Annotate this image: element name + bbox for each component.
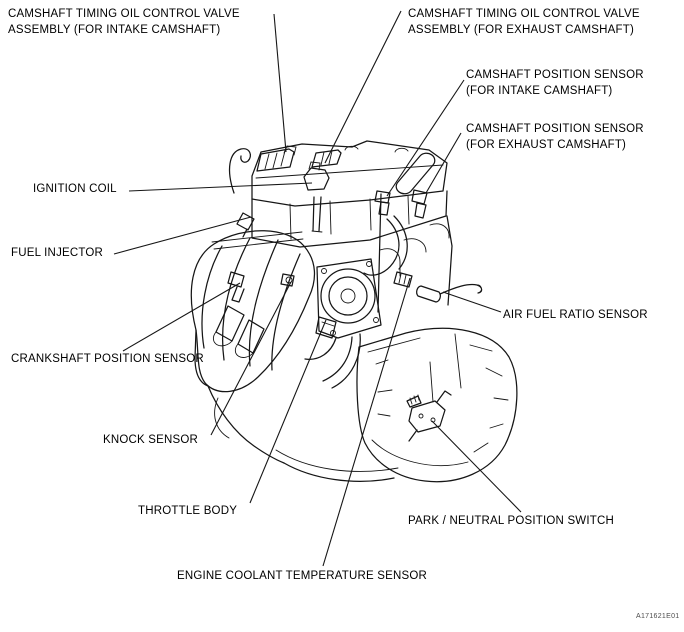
camshaft-position-sensor-intake-illustration: [374, 190, 391, 216]
manifold-port-stubs: [212, 305, 265, 358]
throttle-body-illustration: [315, 258, 382, 339]
label-line: CAMSHAFT TIMING OIL CONTROL VALVE: [8, 8, 240, 20]
label-line: AIR FUEL RATIO SENSOR: [503, 309, 648, 321]
leader-crankshaft: [122, 282, 241, 352]
label-fuel-injector: FUEL INJECTOR: [11, 246, 103, 262]
leader-knock: [210, 281, 292, 436]
leader-fuel-injector: [113, 216, 252, 255]
knock-sensor-illustration: [280, 273, 295, 287]
crankshaft-sensor-illustration: [227, 271, 245, 303]
leader-ect: [322, 277, 411, 567]
label-engine-coolant-temperature-sensor: ENGINE COOLANT TEMPERATURE SENSOR: [177, 569, 427, 585]
oil-control-valve-intake: [256, 145, 297, 172]
label-ignition-coil: IGNITION COIL: [33, 182, 117, 198]
hoses: [304, 215, 408, 389]
label-camshaft-timing-ocv-exhaust: CAMSHAFT TIMING OIL CONTROL VALVE ASSEMB…: [408, 7, 640, 38]
label-line: PARK / NEUTRAL POSITION SWITCH: [408, 515, 614, 527]
label-line: ENGINE COOLANT TEMPERATURE SENSOR: [177, 570, 428, 582]
leader-park-neutral: [431, 420, 522, 513]
camshaft-position-sensor-exhaust-illustration: [411, 189, 428, 219]
leader-ignition-coil: [128, 182, 313, 192]
filler-tube: [395, 152, 436, 195]
label-air-fuel-ratio-sensor: AIR FUEL RATIO SENSOR: [503, 308, 648, 324]
engine-illustration: [190, 140, 518, 483]
label-line: IGNITION COIL: [33, 183, 117, 195]
air-fuel-sensor-illustration: [416, 283, 483, 303]
label-line: CAMSHAFT POSITION SENSOR: [466, 123, 644, 135]
ignition-coil-illustration: [303, 161, 330, 233]
label-line: KNOCK SENSOR: [103, 434, 199, 446]
label-camshaft-timing-ocv-intake: CAMSHAFT TIMING OIL CONTROL VALVE ASSEMB…: [8, 7, 240, 38]
cylinder-head-band: [251, 190, 448, 248]
label-line: ASSEMBLY (FOR EXHAUST CAMSHAFT): [408, 23, 635, 36]
label-line: CAMSHAFT TIMING OIL CONTROL VALVE: [408, 8, 640, 20]
label-crankshaft-position-sensor: CRANKSHAFT POSITION SENSOR: [11, 352, 204, 368]
label-line: (FOR INTAKE CAMSHAFT): [466, 84, 613, 97]
label-camshaft-position-sensor-exhaust: CAMSHAFT POSITION SENSOR (FOR EXHAUST CA…: [466, 122, 644, 153]
park-neutral-switch-illustration: [406, 390, 452, 442]
label-line: CRANKSHAFT POSITION SENSOR: [11, 353, 204, 365]
engine-hanger-hook: [228, 148, 251, 194]
lower-block-oil-pan: [194, 329, 399, 482]
label-line: FUEL INJECTOR: [11, 247, 104, 259]
label-line: ASSEMBLY (FOR INTAKE CAMSHAFT): [8, 23, 221, 36]
label-knock-sensor: KNOCK SENSOR: [103, 433, 198, 449]
valve-cover: [251, 140, 448, 207]
leader-lines: [113, 10, 522, 567]
oil-control-valve-exhaust: [311, 149, 342, 168]
leader-cps-intake: [386, 79, 465, 197]
leader-cps-exhaust: [425, 132, 462, 194]
label-park-neutral-position-switch: PARK / NEUTRAL POSITION SWITCH: [408, 514, 614, 530]
transmission-housing: [356, 327, 518, 483]
label-line: THROTTLE BODY: [138, 505, 238, 517]
label-camshaft-position-sensor-intake: CAMSHAFT POSITION SENSOR (FOR INTAKE CAM…: [466, 68, 644, 99]
right-engine-side: [377, 193, 453, 313]
leader-exhaust-ocv: [324, 10, 402, 164]
label-line: CAMSHAFT POSITION SENSOR: [466, 69, 644, 81]
intake-manifold: [190, 230, 315, 393]
figure-code: A171621E01: [636, 613, 680, 620]
coolant-temp-sensor-illustration: [393, 271, 413, 288]
leader-air-fuel: [442, 291, 502, 313]
leader-intake-ocv: [273, 13, 287, 153]
label-line: (FOR EXHAUST CAMSHAFT): [466, 138, 627, 151]
leader-throttle: [249, 319, 327, 504]
label-throttle-body: THROTTLE BODY: [138, 504, 237, 520]
